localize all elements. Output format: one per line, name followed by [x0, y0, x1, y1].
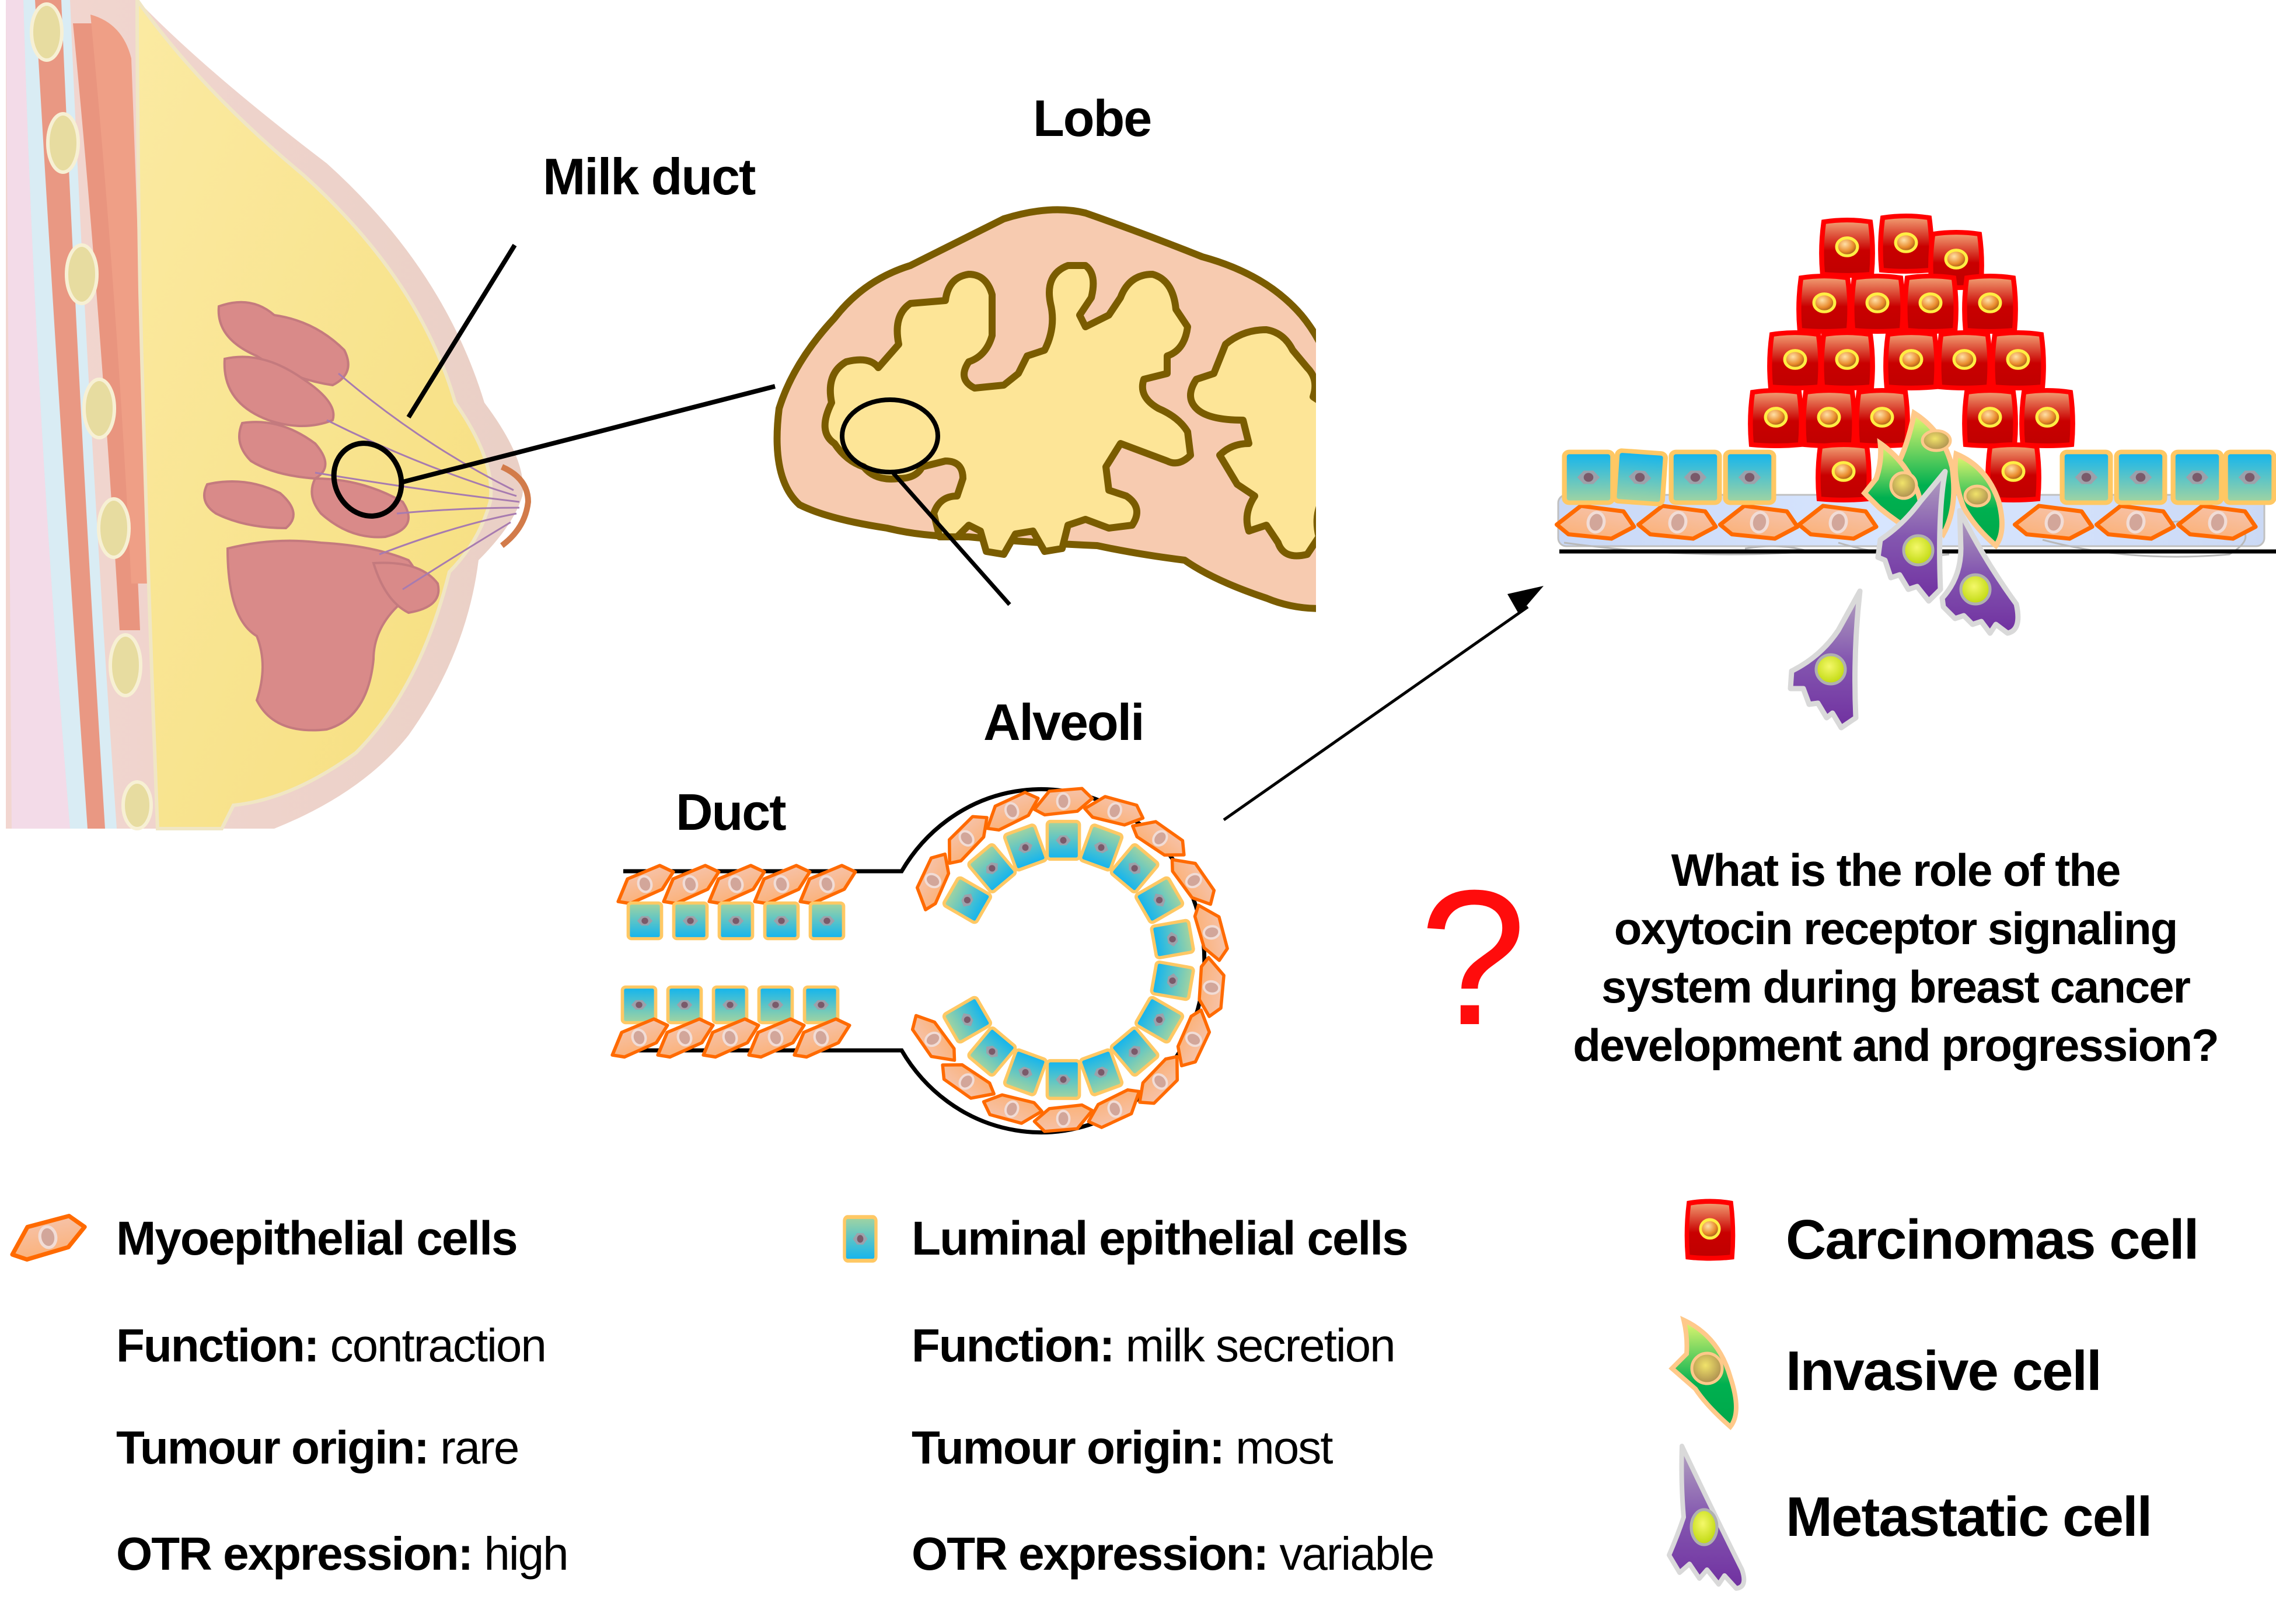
carcinoma-cell — [1992, 333, 2043, 388]
lobe-inner-glands — [821, 262, 1194, 558]
legend-myoepithelial-function: Function: contraction — [116, 1319, 546, 1371]
carcinoma-cell — [1852, 276, 1903, 331]
question-line: system during breast cancer — [1601, 961, 2191, 1012]
luminal-epithelial-cell — [805, 987, 838, 1022]
milk-duct-pointer-line — [406, 243, 517, 419]
progression-arrow-head — [1507, 586, 1544, 614]
luminal-epithelial-cell — [1151, 920, 1194, 959]
invasive-cell-icon — [1668, 1315, 1739, 1430]
metastatic-cell — [1939, 508, 2021, 636]
myoepithelial-cell — [1034, 788, 1092, 815]
invasive-cell — [1952, 450, 2005, 550]
legend-luminal-tumour-origin: Tumour origin: most — [912, 1422, 1333, 1473]
luminal-epithelial-cell — [2062, 452, 2111, 502]
legend-cancer-cells: Carcinomas cell Invasive cell Metastatic… — [1667, 1202, 2199, 1591]
luminal-epithelial-cell — [1671, 452, 1720, 502]
luminal-epithelial-cell — [674, 903, 707, 938]
luminal-epithelial-cell — [623, 987, 656, 1022]
carcinoma-cell — [1905, 276, 1956, 331]
luminal-epithelial-cell — [1151, 962, 1194, 1000]
milk-duct-callout-ellipse — [331, 441, 404, 519]
metastatic-cell — [1875, 469, 1948, 604]
metastatic-cell-icon — [1667, 1444, 1747, 1591]
lobules — [203, 301, 440, 732]
luminal-epithelial-cell — [720, 903, 753, 938]
myoepithelial-cell — [1193, 902, 1229, 963]
legend-carcinoma-label: Carcinomas cell — [1786, 1209, 2198, 1271]
carcinoma-cell — [1964, 390, 2015, 446]
chest-wall-pink — [6, 0, 70, 829]
legend-myoepithelial-tumour-origin: Tumour origin: rare — [116, 1422, 518, 1473]
luminal-epithelial-cell — [2117, 452, 2165, 502]
question-line: oxytocin receptor signaling — [1614, 903, 2177, 954]
carcinoma-cell — [1856, 390, 1907, 446]
carcinoma-cell — [1769, 333, 1820, 388]
myoepithelial-cell-icon — [8, 1214, 89, 1262]
alveoli-callout-circle — [840, 397, 940, 474]
carcinoma-cell — [1803, 390, 1854, 446]
carcinoma-cell — [1750, 390, 1801, 446]
legend: Myoepithelial cells Function: contractio… — [8, 1202, 2199, 1591]
duct-alveolus-illustration — [606, 788, 1229, 1134]
alveoli-pointer-line — [891, 471, 1011, 606]
rib-cross-sections — [30, 2, 153, 830]
metastatic-cell — [1788, 588, 1863, 731]
progression-arrow — [1223, 586, 1544, 822]
legend-luminal-title: Luminal epithelial cells — [912, 1212, 1408, 1265]
muscle-layer-1 — [35, 0, 105, 829]
legend-luminal: Luminal epithelial cells Function: milk … — [844, 1212, 1435, 1580]
carcinoma-cell — [1821, 220, 1872, 275]
label-milk-duct: Milk duct — [543, 148, 756, 205]
legend-myoepithelial: Myoepithelial cells Function: contractio… — [8, 1212, 569, 1580]
label-duct: Duct — [676, 783, 786, 841]
question-line: development and progression? — [1573, 1019, 2218, 1071]
luminal-epithelial-cell — [1047, 1061, 1079, 1099]
luminal-epithelial-cell — [629, 903, 662, 938]
luminal-epithelial-cell — [2226, 452, 2274, 502]
metastatic-cells — [1788, 469, 2021, 731]
research-question: What is the role of the oxytocin recepto… — [1573, 844, 2219, 1071]
lobe-illustration — [773, 206, 1316, 612]
carcinoma-cell-icon — [1687, 1202, 1733, 1259]
breast-anatomy-illustration — [6, 0, 776, 830]
luminal-epithelial-cell — [1726, 452, 1774, 502]
milk-ducts-lines — [315, 372, 520, 591]
luminal-epithelial-cell — [2173, 452, 2222, 502]
luminal-epithelial-cell — [765, 903, 798, 938]
luminal-epithelial-cell — [1047, 822, 1079, 860]
carcinoma-cell — [1821, 333, 1872, 388]
luminal-epithelial-cell — [1565, 452, 1613, 502]
label-alveoli: Alveoli — [983, 693, 1144, 751]
luminal-cell-icon — [844, 1217, 876, 1261]
carcinoma-cell — [1880, 216, 1931, 271]
luminal-epithelial-cell — [714, 987, 747, 1022]
cancer-progression-illustration — [1555, 216, 2276, 731]
lobe-connector-line — [402, 384, 776, 484]
carcinoma-cell — [1886, 333, 1936, 388]
carcinoma-cell — [1964, 276, 2015, 331]
carcinoma-cell — [1939, 333, 1989, 388]
muscle-layer-3 — [90, 15, 149, 584]
legend-invasive-label: Invasive cell — [1786, 1340, 2101, 1402]
luminal-epithelial-cell — [811, 903, 844, 938]
legend-metastatic-label: Metastatic cell — [1786, 1486, 2151, 1548]
question-line: What is the role of the — [1671, 844, 2120, 896]
carcinoma-cell — [1799, 276, 1849, 331]
legend-luminal-function: Function: milk secretion — [912, 1319, 1395, 1371]
luminal-epithelial-cell — [668, 987, 701, 1022]
luminal-epithelial-cell — [759, 987, 793, 1022]
muscle-layer-2 — [73, 23, 140, 630]
label-lobe: Lobe — [1033, 89, 1151, 147]
carcinoma-cell — [2022, 390, 2072, 446]
carcinoma-cell — [1818, 445, 1869, 500]
progression-arrow-shaft — [1223, 605, 1529, 822]
luminal-epithelial-cell — [1614, 450, 1666, 505]
nipple — [500, 464, 532, 548]
legend-luminal-otr-expression: OTR expression: variable — [912, 1528, 1434, 1580]
legend-myoepithelial-otr-expression: OTR expression: high — [116, 1528, 568, 1580]
question-mark-icon: ? — [1419, 850, 1527, 1065]
lobe-inner-glands-right — [1187, 326, 1316, 560]
legend-myoepithelial-title: Myoepithelial cells — [116, 1212, 517, 1265]
